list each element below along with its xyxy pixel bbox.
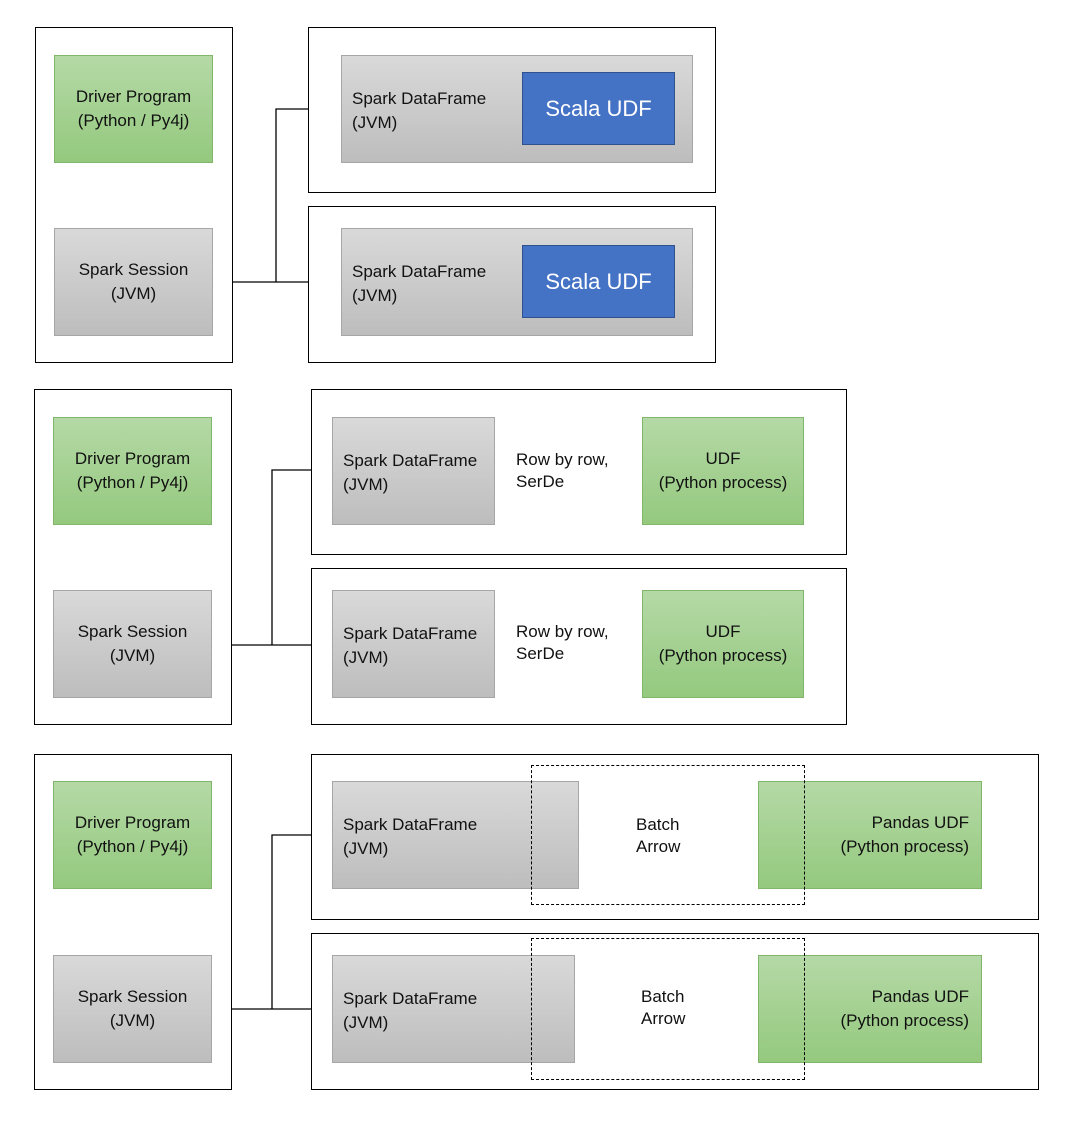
spark-dataframe-box: Spark DataFrame(JVM) — [332, 955, 575, 1063]
session-dataframe-arrow — [271, 466, 330, 645]
pandas-udf-box: Pandas UDF(Python process) — [758, 781, 982, 889]
arrow-batch-region — [531, 765, 805, 905]
python-udf-box: UDF(Python process) — [642, 590, 804, 698]
scala-udf-box: Scala UDF — [522, 245, 675, 318]
spark-dataframe-box: Spark DataFrame(JVM) — [332, 590, 495, 698]
spark-session-box: Spark Session(JVM) — [54, 228, 213, 336]
scala-udf-box: Scala UDF — [522, 72, 675, 145]
row-by-row-label: Row by row,SerDe — [516, 450, 609, 491]
spark-dataframe-box: Spark DataFrame(JVM) — [332, 417, 495, 525]
spark-session-box: Spark Session(JVM) — [53, 955, 212, 1063]
driver-program-box: Driver Program(Python / Py4j) — [53, 781, 212, 889]
driver-program-box: Driver Program(Python / Py4j) — [53, 417, 212, 525]
spark-session-box: Spark Session(JVM) — [53, 590, 212, 698]
python-udf-box: UDF(Python process) — [642, 417, 804, 525]
pandas-udf-box: Pandas UDF(Python process) — [758, 955, 982, 1063]
row-by-row-label: Row by row,SerDe — [516, 622, 609, 663]
spark-dataframe-box: Spark DataFrame(JVM) — [332, 781, 579, 889]
driver-program-box: Driver Program(Python / Py4j) — [54, 55, 213, 163]
arrow-batch-region — [531, 938, 805, 1080]
session-dataframe-arrow — [271, 831, 330, 1009]
